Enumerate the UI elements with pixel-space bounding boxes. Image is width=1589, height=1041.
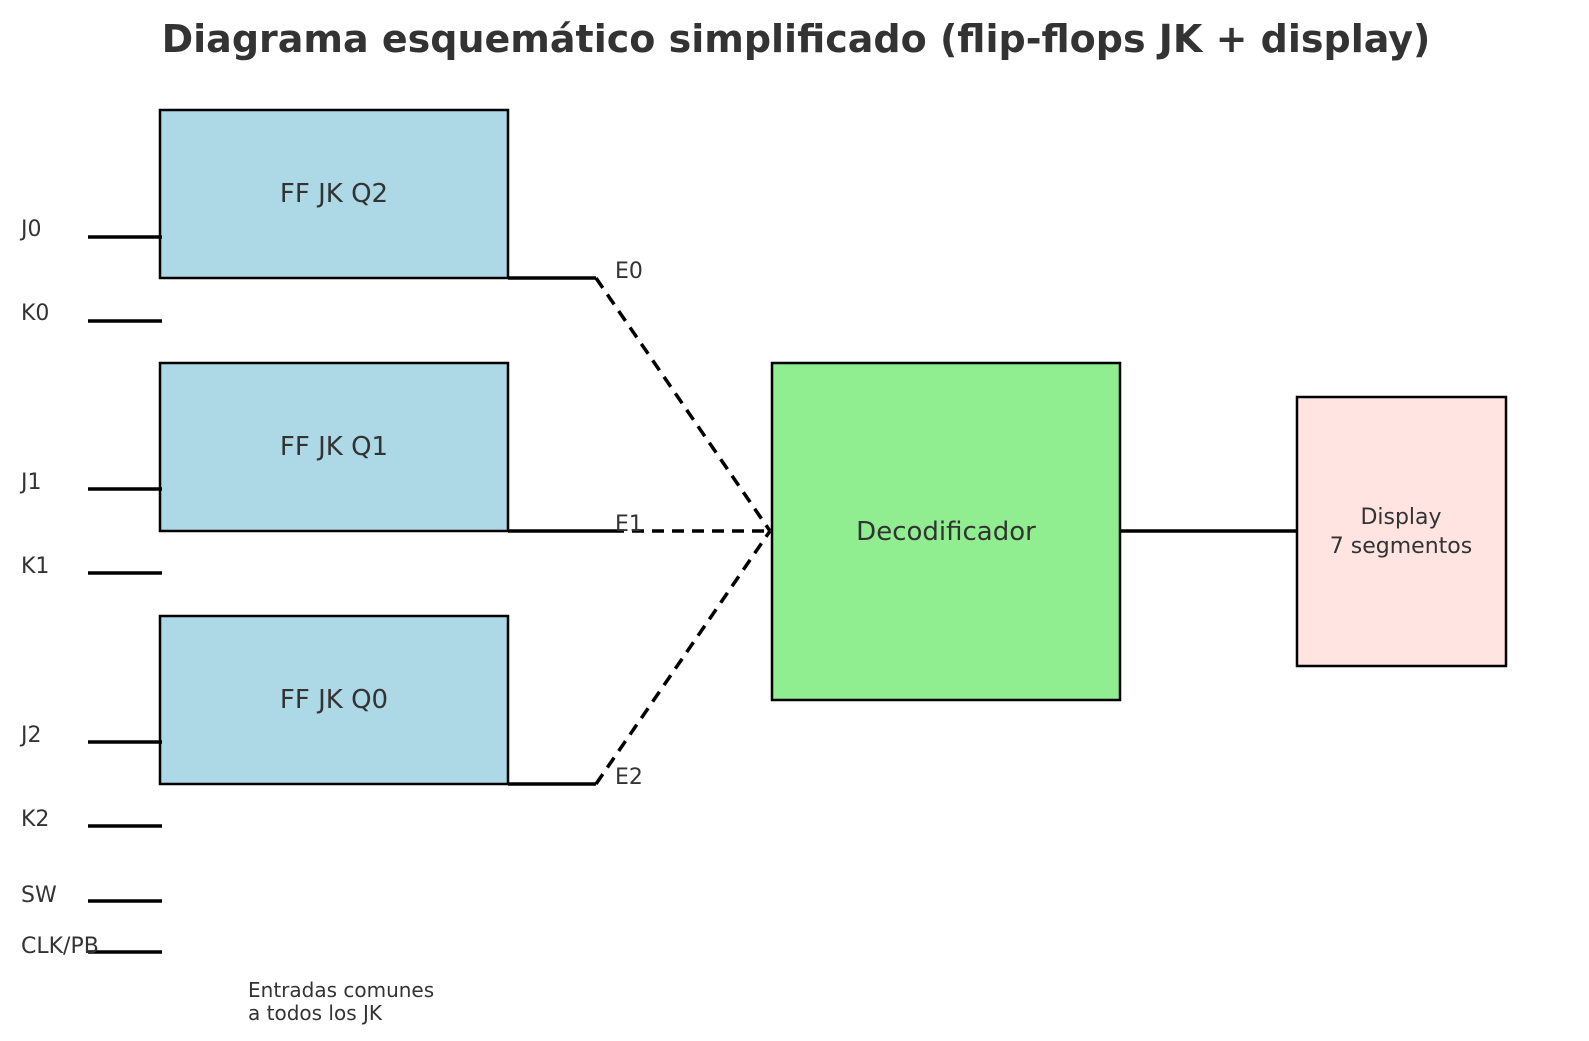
input-label-j1: J1 [19,470,42,495]
flipflop-q0-block [158,614,510,786]
input-label-k2: K2 [21,807,49,832]
display-label-line1: Display [1360,505,1441,530]
flipflop-q1-block [158,361,510,533]
common-inputs-note-line1: Entradas comunes [248,978,434,1002]
flipflop-q1-label: FF JK Q1 [280,432,388,462]
input-label-clk: CLK/PB [21,934,99,959]
common-inputs-note-line2: a todos los JK [248,1001,383,1025]
bus-line-e2 [594,530,772,785]
bus-line-e0 [594,277,772,532]
flipflop-q2-label: FF JK Q2 [280,179,388,209]
output-label-e1: E1 [615,512,643,537]
decoder-label: Decodificador [856,517,1036,547]
input-label-k1: K1 [21,554,49,579]
flipflop-q0-label: FF JK Q0 [280,685,388,715]
flipflop-q2-block [158,108,510,280]
output-label-e0: E0 [615,259,643,284]
input-label-sw: SW [21,883,57,908]
output-label-e2: E2 [615,765,643,790]
diagram-title: Diagrama esquemático simplificado (flip-… [162,17,1431,61]
input-label-k0: K0 [21,301,49,326]
input-label-j0: J0 [19,217,42,242]
display-block [1295,395,1508,668]
input-label-j2: J2 [19,723,42,748]
decoder-block [770,361,1122,702]
display-label-line2: 7 segmentos [1330,534,1472,559]
